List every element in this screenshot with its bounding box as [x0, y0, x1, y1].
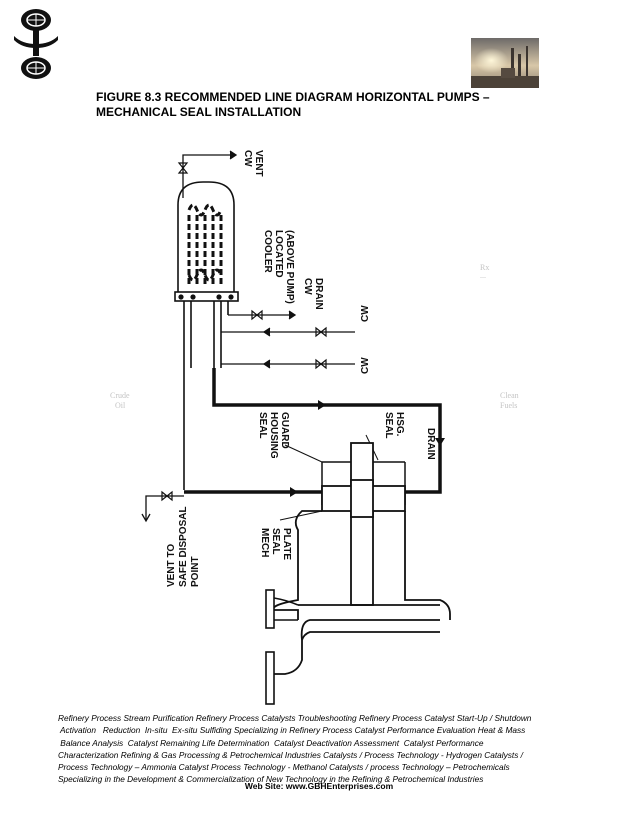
cooler-piping [183, 301, 229, 490]
svg-text:COOLER: COOLER [262, 230, 273, 274]
footer-line: Activation Reduction In-situ Ex-situ Sul… [58, 725, 526, 736]
cw-drain-valve-icon [251, 309, 263, 321]
svg-text:HSG.: HSG. [394, 412, 405, 437]
pump-casing [272, 510, 451, 675]
cooler-coil [187, 203, 223, 285]
website-link[interactable]: Web Site: www.GBHEnterprises.com [244, 781, 394, 791]
svg-text:SEAL: SEAL [383, 412, 394, 439]
seal-flush-loop [184, 368, 442, 494]
label-mech-seal-plate: MECH SEAL PLATE [259, 528, 292, 560]
footer-line: Process Technology – Ammonia Catalyst Pr… [58, 762, 510, 773]
pump-shaft [350, 442, 374, 606]
cw-return-line [221, 359, 355, 369]
label-cw-upper: CW [360, 305, 371, 322]
footer-line: Specializing in the Development & Commer… [58, 774, 484, 785]
vent-safe-disposal-valve-icon [161, 490, 173, 502]
footer-line: Balance Analysis Catalyst Remaining Life… [58, 737, 484, 748]
svg-text:GUARD: GUARD [279, 412, 290, 449]
label-seal-hsg: SEAL HSG. [383, 412, 405, 439]
label-seal-housing-guard: SEAL HOUSING GUARD [257, 412, 290, 459]
svg-text:DRAIN: DRAIN [313, 278, 324, 310]
cw-vent-line [182, 150, 238, 198]
footer-description: Refinery Process Stream Purification Ref… [58, 712, 578, 786]
watermark-clean-fuels: Clean Fuels [500, 391, 519, 410]
refinery-photo [471, 38, 539, 88]
svg-text:DRAIN: DRAIN [425, 428, 436, 460]
flow-arrows [290, 400, 445, 497]
label-drain: DRAIN [425, 428, 436, 460]
figure-title-line-2: MECHANICAL SEAL INSTALLATION [96, 105, 302, 119]
svg-text:Clean: Clean [500, 391, 519, 400]
cw-return-valve-icon [315, 358, 327, 370]
discharge-nozzle [273, 597, 299, 621]
pump-flanges [265, 589, 275, 705]
cw-supply-line [221, 327, 355, 337]
label-cw-lower: CW [360, 357, 371, 374]
label-vent-safe-disposal: VENT TO SAFE DISPOSAL POINT [166, 506, 201, 587]
seal-installation-diagram: Crude Oil Clean Fuels Rx ... [110, 150, 519, 705]
cooler-vessel [174, 181, 239, 302]
svg-text:CW: CW [242, 150, 253, 167]
svg-text:...: ... [480, 271, 486, 280]
watermark-reactor: Rx ... [480, 263, 489, 280]
svg-text:HOUSING: HOUSING [268, 412, 279, 459]
svg-text:Crude: Crude [110, 391, 130, 400]
svg-text:PLATE: PLATE [281, 528, 292, 560]
cw-supply-valve-icon [315, 326, 327, 338]
svg-text:CW: CW [302, 278, 313, 295]
watermark-crude-oil: Crude Oil [110, 391, 130, 410]
company-logo-icon [14, 9, 58, 79]
svg-text:SEAL: SEAL [257, 412, 268, 439]
footer-line: Characterization Refining & Gas Processi… [58, 749, 523, 760]
svg-text:VENT TO: VENT TO [166, 544, 177, 587]
svg-text:MECH: MECH [259, 528, 270, 557]
svg-text:POINT: POINT [190, 556, 201, 587]
label-cw-vent: CW VENT [242, 150, 264, 177]
label-cw-drain: CW DRAIN [302, 278, 324, 310]
figure-title: FIGURE 8.3 RECOMMENDED LINE DIAGRAM HORI… [96, 90, 526, 120]
footer-line: Refinery Process Stream Purification Ref… [58, 713, 532, 723]
vent-safe-disposal-line [141, 495, 184, 523]
vent-valve-icon [177, 162, 189, 174]
svg-text:Rx: Rx [480, 263, 489, 272]
label-cooler: COOLER LOCATED (ABOVE PUMP) [262, 230, 295, 304]
svg-text:SAFE DISPOSAL: SAFE DISPOSAL [178, 506, 189, 587]
svg-text:(ABOVE PUMP): (ABOVE PUMP) [284, 230, 295, 304]
svg-text:Fuels: Fuels [500, 401, 517, 410]
svg-text:LOCATED: LOCATED [273, 230, 284, 278]
svg-text:CW: CW [360, 357, 371, 374]
svg-text:Oil: Oil [115, 401, 126, 410]
figure-title-line-1: FIGURE 8.3 RECOMMENDED LINE DIAGRAM HORI… [96, 90, 490, 104]
svg-text:CW: CW [360, 305, 371, 322]
svg-text:VENT: VENT [253, 150, 264, 177]
svg-text:SEAL: SEAL [270, 528, 281, 555]
mech-seal-plate [279, 479, 406, 521]
